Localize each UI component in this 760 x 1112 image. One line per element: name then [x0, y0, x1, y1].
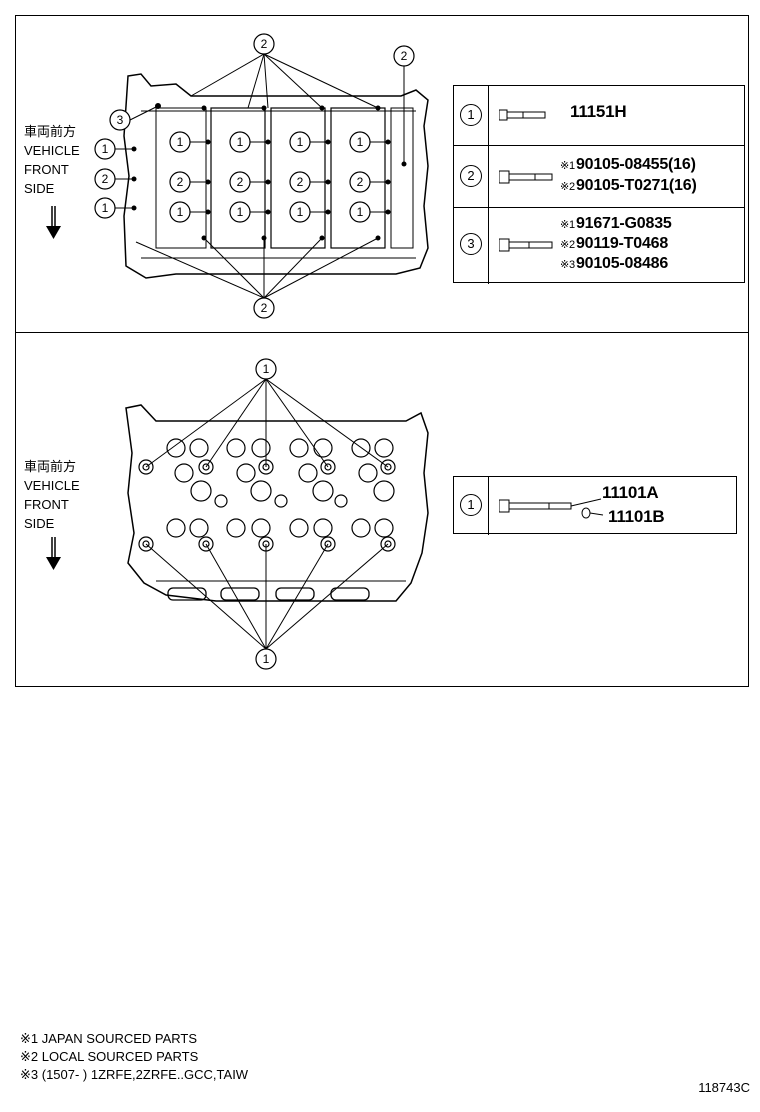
flange-bolt-icon	[499, 170, 553, 184]
part-number-line-3a: ※191671-G0835	[560, 215, 672, 232]
down-arrow-icon	[46, 206, 61, 239]
footnote-1: ※1 JAPAN SOURCED PARTS	[20, 1031, 198, 1046]
callout-left-1a: 1	[102, 142, 109, 156]
svg-text:2: 2	[237, 175, 244, 189]
flange-bolt-long-icon	[499, 238, 553, 252]
part-number-line-2a: ※190105-08455(16)	[560, 156, 696, 173]
top-panel: 車両前方 VEHICLE FRONT SIDE	[15, 15, 749, 333]
direction-en-1-2: VEHICLE	[24, 478, 80, 493]
footnotes: ※1 JAPAN SOURCED PARTS ※2 LOCAL SOURCED …	[20, 1030, 248, 1084]
parts-table-bottom: 1 11101A 11101B	[453, 476, 737, 535]
down-arrow-icon-2	[46, 537, 61, 570]
svg-text:1: 1	[357, 205, 364, 219]
vehicle-front-label: 車両前方 VEHICLE FRONT SIDE	[24, 122, 80, 198]
cam-cap-diagram: 2 2 3 1 2 1 1 1 1 1 2 2 2 2 1 1 1 1 2	[94, 33, 429, 319]
row-ref-2: 2	[460, 165, 482, 187]
direction-en-3: SIDE	[24, 181, 55, 196]
direction-jp-2: 車両前方	[24, 459, 77, 474]
part-number-11151H: 11151H	[570, 102, 627, 121]
part-number-line-3c: ※390105-08486	[560, 255, 669, 272]
direction-en-3-2: SIDE	[24, 516, 55, 531]
part-number-11101B: 11101B	[608, 507, 665, 526]
part-number-line-2b: ※290105-T0271(16)	[560, 177, 697, 194]
parts-row-head-bolt: 1 11101A 11101B	[454, 477, 736, 535]
figure-number: 118743C	[698, 1080, 750, 1095]
direction-en-2-2: FRONT	[24, 497, 69, 512]
callout-top-2: 2	[261, 37, 268, 51]
svg-text:1: 1	[237, 135, 244, 149]
footnote-2: ※2 LOCAL SOURCED PARTS	[20, 1049, 199, 1064]
callout-head-bottom-1: 1	[263, 652, 270, 666]
svg-text:1: 1	[177, 205, 184, 219]
svg-text:1: 1	[177, 135, 184, 149]
svg-text:1: 1	[237, 205, 244, 219]
svg-text:2: 2	[357, 175, 364, 189]
bottom-panel: 車両前方 VEHICLE FRONT SIDE	[15, 332, 749, 687]
callout-left-2: 2	[102, 172, 109, 186]
row-ref-head-1: 1	[460, 494, 482, 516]
svg-text:2: 2	[177, 175, 184, 189]
svg-text:1: 1	[297, 135, 304, 149]
direction-en-1: VEHICLE	[24, 143, 80, 158]
parts-row-2: 2 ※190105-08455(16) ※290105-T0271(16)	[454, 146, 744, 208]
head-bolt-washer-icon	[499, 498, 604, 519]
callout-bottom-2: 2	[261, 301, 268, 315]
direction-jp: 車両前方	[24, 124, 77, 139]
svg-text:2: 2	[297, 175, 304, 189]
cylinder-head-diagram: 1 1	[125, 358, 429, 670]
footnote-3: ※3 (1507- ) 1ZRFE,2ZRFE..GCC,TAIW	[20, 1067, 249, 1082]
parts-row-3: 3 ※191671-G0835 ※290119-T0468 ※390105-08…	[454, 208, 744, 284]
callout-left-3: 3	[117, 113, 124, 127]
callout-right-2: 2	[401, 49, 408, 63]
parts-table-top: 1 11151H 2 ※190105-08455(16) ※290105-T02…	[453, 85, 745, 284]
callout-left-1b: 1	[102, 201, 109, 215]
svg-text:1: 1	[297, 205, 304, 219]
vehicle-front-label-2: 車両前方 VEHICLE FRONT SIDE	[24, 457, 80, 533]
part-number-line-3b: ※290119-T0468	[560, 235, 669, 252]
row-ref-1: 1	[460, 104, 482, 126]
bolt-icon	[499, 109, 546, 121]
direction-en-2: FRONT	[24, 162, 69, 177]
part-number-11101A: 11101A	[602, 483, 659, 502]
row-ref-3: 3	[460, 233, 482, 255]
parts-row-1: 1 11151H	[454, 86, 744, 146]
svg-text:1: 1	[357, 135, 364, 149]
callout-head-top-1: 1	[263, 362, 270, 376]
